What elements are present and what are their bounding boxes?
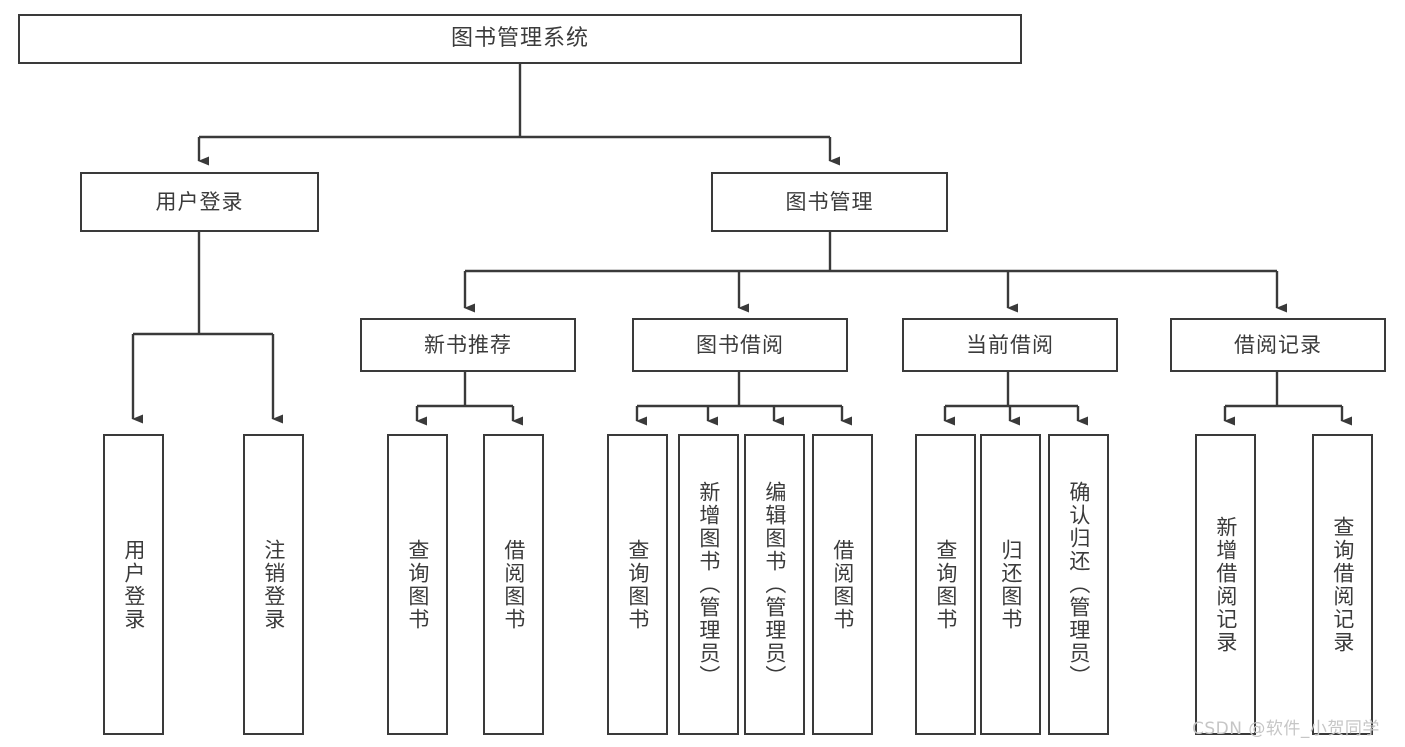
leaf-return-book[interactable]: 归还图书 [980,434,1041,735]
leaf-add-book-admin[interactable]: 新增图书（管理员） [678,434,739,735]
leaf-add-borrow-record[interactable]: 新增借阅记录 [1195,434,1256,735]
node-book-borrow[interactable]: 图书借阅 [632,318,848,372]
node-label: 借阅图书 [501,538,526,631]
node-label: 查询图书 [405,538,430,631]
leaf-query-borrow-record[interactable]: 查询借阅记录 [1312,434,1373,735]
leaf-borrow-book[interactable]: 借阅图书 [812,434,873,735]
node-label: 注销登录 [261,538,286,631]
watermark: CSDN @软件_小贺同学 [1192,719,1380,739]
node-borrow-record[interactable]: 借阅记录 [1170,318,1386,372]
leaf-query-book-borrow[interactable]: 查询图书 [607,434,668,735]
node-label: 新增图书（管理员） [696,481,721,688]
node-label: 新书推荐 [424,332,512,357]
leaf-borrow-book-recommend[interactable]: 借阅图书 [483,434,544,735]
node-new-book-recommend[interactable]: 新书推荐 [360,318,576,372]
node-label: 借阅记录 [1234,332,1322,357]
node-label: 编辑图书（管理员） [762,481,787,688]
node-label: 图书管理系统 [450,26,589,52]
node-label: 查询借阅记录 [1330,515,1355,654]
leaf-query-book-recommend[interactable]: 查询图书 [387,434,448,735]
node-root-book-management-system[interactable]: 图书管理系统 [18,14,1022,64]
node-book-management[interactable]: 图书管理 [711,172,948,232]
node-label: 用户登录 [121,538,146,631]
node-label: 新增借阅记录 [1213,515,1238,654]
node-label: 查询图书 [933,538,958,631]
node-user-login[interactable]: 用户登录 [80,172,319,232]
node-label: 确认归还（管理员） [1066,481,1091,688]
leaf-user-login[interactable]: 用户登录 [103,434,164,735]
node-label: 当前借阅 [966,332,1054,357]
leaf-query-book-current[interactable]: 查询图书 [915,434,976,735]
node-label: 归还图书 [998,538,1023,631]
leaf-edit-book-admin[interactable]: 编辑图书（管理员） [744,434,805,735]
leaf-confirm-return-admin[interactable]: 确认归还（管理员） [1048,434,1109,735]
node-label: 查询图书 [625,538,650,631]
node-label: 图书借阅 [696,332,784,357]
node-label: 图书管理 [785,189,874,214]
leaf-user-logout[interactable]: 注销登录 [243,434,304,735]
node-label: 借阅图书 [830,538,855,631]
node-label: 用户登录 [155,189,244,214]
node-current-borrow[interactable]: 当前借阅 [902,318,1118,372]
